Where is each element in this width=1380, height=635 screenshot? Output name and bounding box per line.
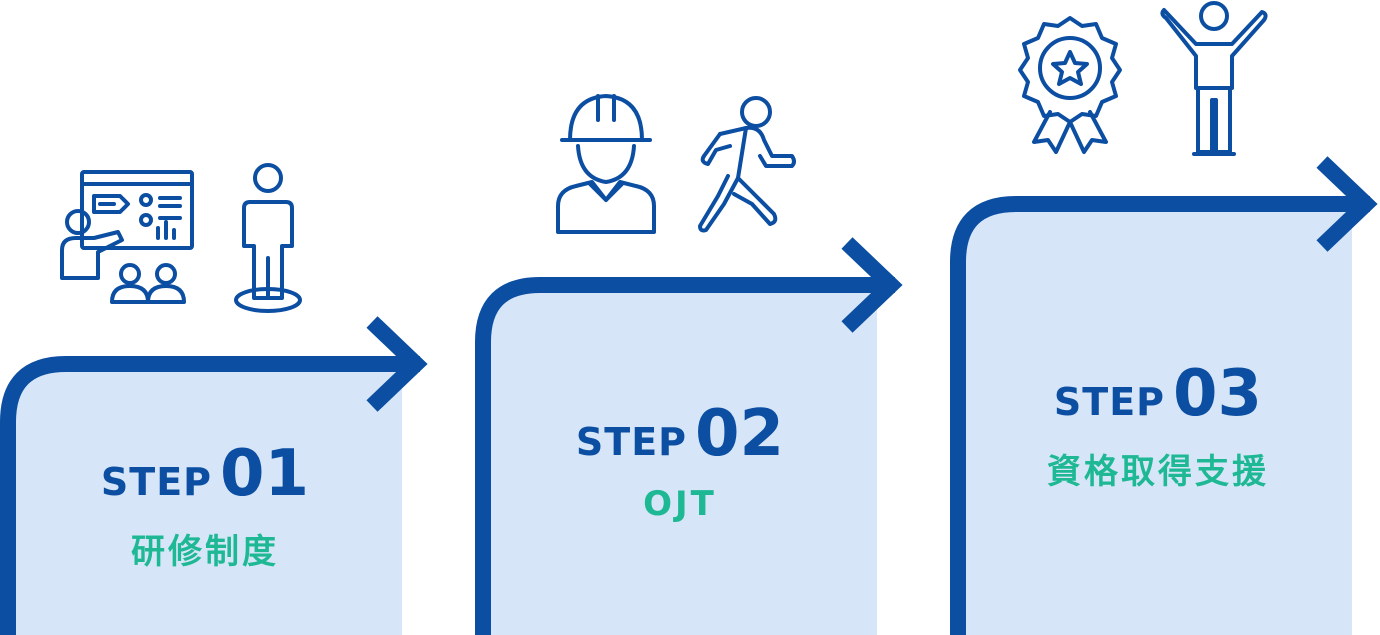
running-person-icon	[698, 96, 796, 233]
step-2-number: 02	[695, 397, 785, 471]
step-2-arrow-line	[475, 277, 895, 635]
step-2-box	[483, 285, 877, 635]
step-1-box	[8, 364, 402, 635]
step-3-block	[950, 156, 1378, 635]
step-3-number: 03	[1173, 357, 1263, 431]
step-3-box	[958, 204, 1352, 635]
step-1-block	[0, 316, 428, 635]
award-ribbon-icon	[1018, 16, 1122, 154]
cheering-person-icon	[1160, 1, 1268, 156]
step-1-arrow-head	[366, 316, 428, 412]
step-1-number: 01	[220, 437, 310, 511]
step-2-label: STEP	[575, 420, 688, 464]
step-3-arrow-head	[1316, 156, 1378, 252]
step-2-arrow-head	[841, 237, 903, 333]
step-1-title: 研修制度	[131, 532, 279, 572]
step-1-arrow-line	[0, 356, 420, 635]
helmet-worker-icon	[556, 94, 656, 234]
step-2-block	[475, 237, 903, 635]
step-2-title: OJT	[643, 484, 717, 524]
presentation-board-icon	[60, 170, 194, 304]
step-3-title: 資格取得支援	[1047, 452, 1269, 492]
standing-person-icon	[234, 163, 302, 313]
step-3-label: STEP	[1053, 380, 1166, 424]
step-3-arrow-line	[950, 196, 1370, 635]
step-1-label: STEP	[100, 460, 213, 504]
